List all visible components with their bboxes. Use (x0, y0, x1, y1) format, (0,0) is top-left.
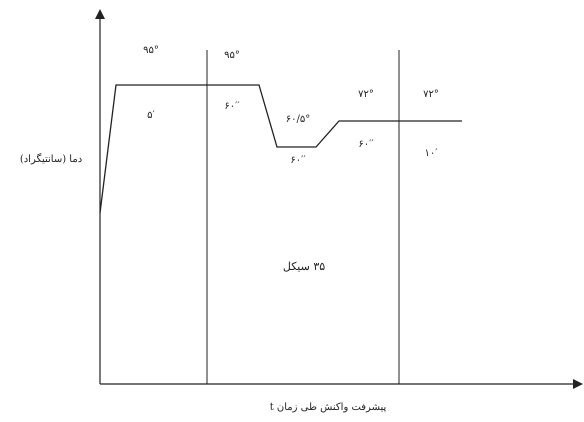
cycle-count-label: ۳۵ سیکل (283, 260, 325, 273)
stage-4-temp: ۷۲° (358, 89, 374, 100)
stage-4-duration: ۶۰′′ (358, 139, 374, 150)
x-axis-label: پیشرفت واکنش طی زمان t (270, 402, 387, 413)
y-axis-label: دما (سانتیگراد) (20, 153, 82, 165)
stage-3-temp: ۶۰/۵° (286, 114, 310, 125)
stage-1-temp: ۹۵° (143, 45, 159, 56)
stage-2-temp: ۹۵° (224, 50, 240, 61)
stage-5-duration: ۱۰′ (424, 148, 438, 159)
stage-5-temp: ۷۲° (423, 89, 439, 100)
stage-1-duration: ۵′ (147, 110, 155, 121)
temperature-profile-line (99, 84, 462, 214)
stage-2-duration: ۶۰′′ (224, 101, 240, 112)
stage-3-duration: ۶۰′′ (290, 155, 306, 166)
